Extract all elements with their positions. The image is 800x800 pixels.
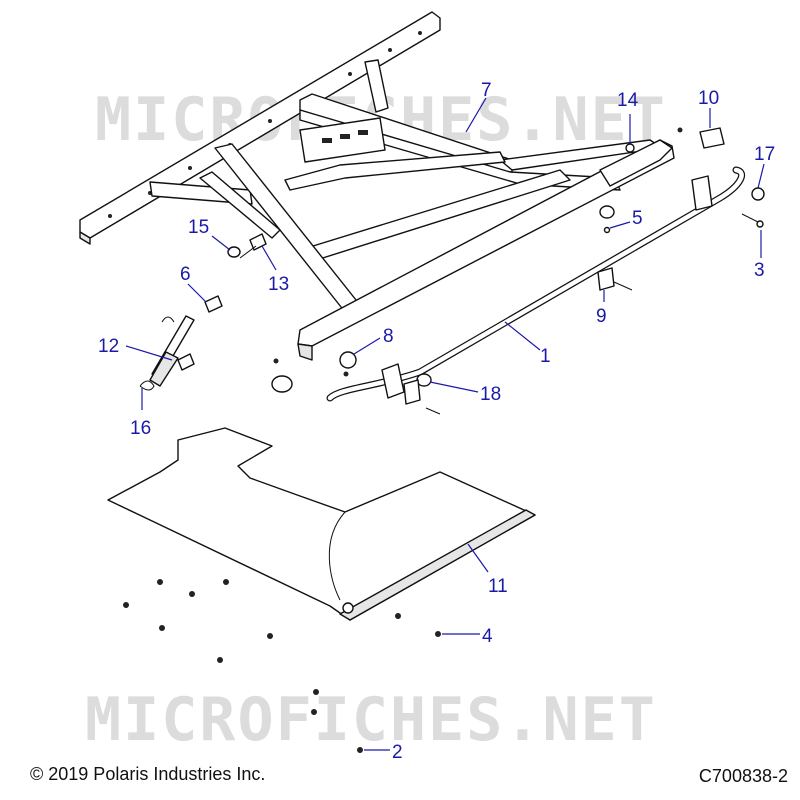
bolt-3 — [741, 213, 764, 228]
fastener-4 — [435, 631, 441, 637]
callout-8: 8 — [353, 326, 394, 355]
svg-text:5: 5 — [632, 208, 643, 229]
fasteners-2 — [123, 579, 401, 753]
bumper-8 — [271, 351, 357, 393]
callout-17: 17 — [754, 144, 775, 189]
svg-text:1: 1 — [540, 346, 551, 367]
callout-18: 18 — [429, 381, 501, 405]
callout-2: 2 — [364, 742, 403, 763]
bar-clamp-9 — [381, 175, 713, 399]
watermark-bottom: MICROFICHES.NET — [85, 685, 657, 755]
svg-text:16: 16 — [130, 418, 151, 439]
callout-14: 14 — [617, 90, 639, 144]
callout-9: 9 — [596, 290, 607, 327]
nut-17 — [751, 187, 765, 201]
svg-text:6: 6 — [180, 264, 191, 285]
svg-text:12: 12 — [98, 336, 119, 357]
svg-text:14: 14 — [617, 90, 639, 111]
svg-text:2: 2 — [392, 742, 403, 763]
svg-text:15: 15 — [188, 217, 209, 238]
callout-1: 1 — [504, 321, 551, 367]
fasteners-upper — [273, 127, 683, 377]
svg-text:11: 11 — [488, 576, 508, 597]
gas-strut-12 — [149, 315, 195, 387]
bushing-18 — [403, 373, 441, 415]
callout-16: 16 — [130, 388, 151, 439]
pin-6 — [177, 295, 223, 371]
callout-7: 7 — [465, 80, 492, 133]
svg-text:4: 4 — [482, 626, 493, 647]
callout-5: 5 — [609, 208, 643, 229]
figure-code: C700838-2 — [698, 766, 788, 786]
copyright-notice: © 2019 Polaris Industries Inc. — [30, 764, 266, 784]
callout-4: 4 — [442, 626, 493, 647]
stabilizer-bar-1 — [326, 166, 745, 402]
svg-text:9: 9 — [596, 306, 607, 327]
callout-12: 12 — [98, 336, 173, 361]
svg-text:3: 3 — [754, 260, 765, 281]
svg-text:10: 10 — [698, 88, 719, 109]
callout-15: 15 — [188, 217, 231, 251]
bolt-5 — [603, 226, 611, 234]
svg-text:17: 17 — [754, 144, 775, 165]
svg-text:7: 7 — [481, 80, 492, 101]
bushing-15 — [227, 246, 241, 258]
subframe — [199, 93, 675, 361]
callout-3: 3 — [754, 230, 765, 281]
clip-16 — [139, 316, 175, 391]
skid-plate-11 — [107, 427, 536, 621]
bumper-10 — [599, 127, 725, 219]
frame-rail — [79, 11, 441, 245]
callout-11: 11 — [467, 543, 508, 597]
callout-10: 10 — [698, 88, 719, 128]
nut-14 — [625, 143, 635, 153]
svg-text:8: 8 — [383, 326, 394, 347]
svg-text:13: 13 — [268, 274, 289, 295]
svg-text:18: 18 — [480, 384, 501, 405]
callout-6: 6 — [180, 264, 207, 303]
callout-13: 13 — [261, 245, 289, 295]
